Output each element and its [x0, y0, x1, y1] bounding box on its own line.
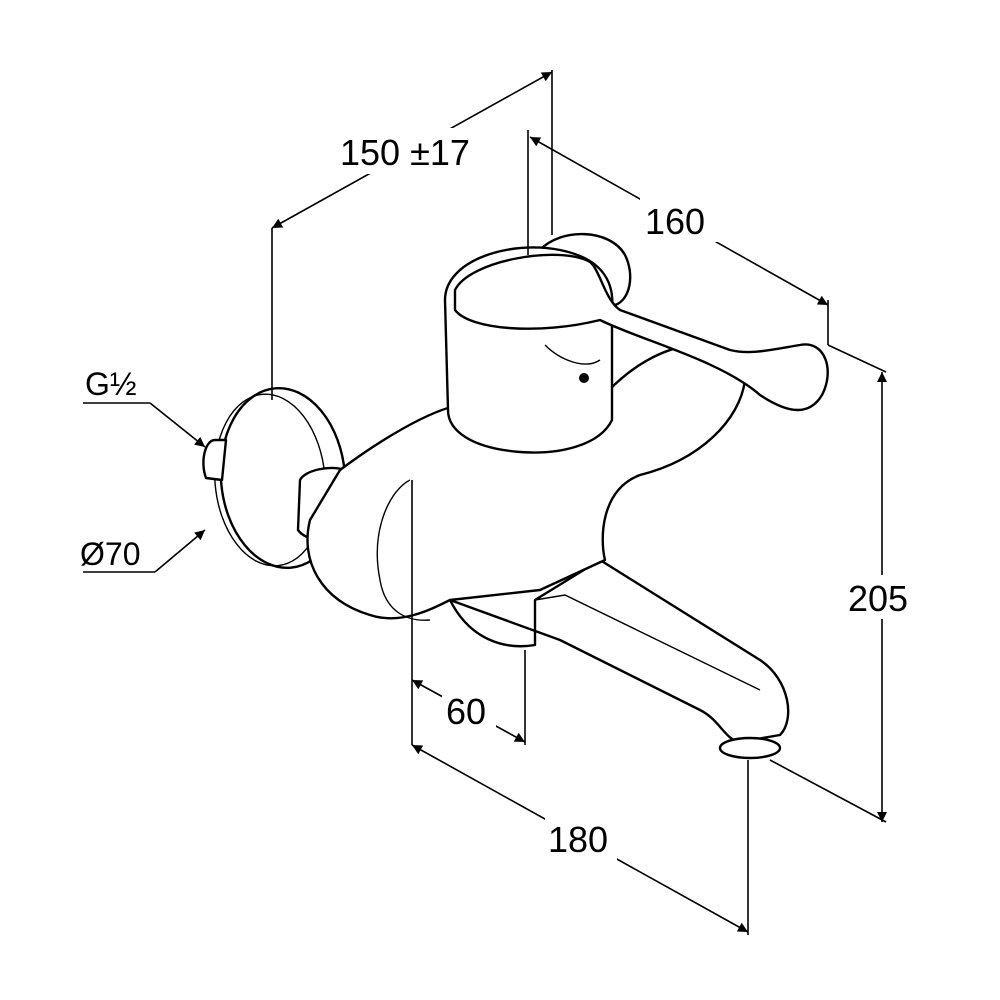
- label-205: 205: [848, 578, 908, 619]
- dimension-lever-length: 160: [527, 130, 829, 345]
- faucet-illustration: [202, 232, 829, 760]
- aerator: [718, 736, 782, 760]
- dimension-connection-distance: 150 ±17: [271, 70, 553, 400]
- label-160: 160: [645, 201, 705, 242]
- label-150: 150 ±17: [340, 132, 470, 173]
- dimension-body-depth: 60: [411, 480, 526, 745]
- label-thread: G½: [85, 366, 137, 402]
- dimension-height: 205: [769, 344, 920, 823]
- inlet-nipple: [202, 438, 228, 482]
- thread-callout: G½: [83, 366, 206, 448]
- diameter-callout: Ø70: [80, 529, 206, 573]
- spout: [448, 558, 790, 744]
- label-diameter: Ø70: [80, 536, 140, 572]
- label-60: 60: [446, 691, 486, 732]
- dimension-spout-projection: 180: [411, 744, 749, 935]
- indicator-dot: [579, 373, 589, 383]
- label-180: 180: [548, 819, 608, 860]
